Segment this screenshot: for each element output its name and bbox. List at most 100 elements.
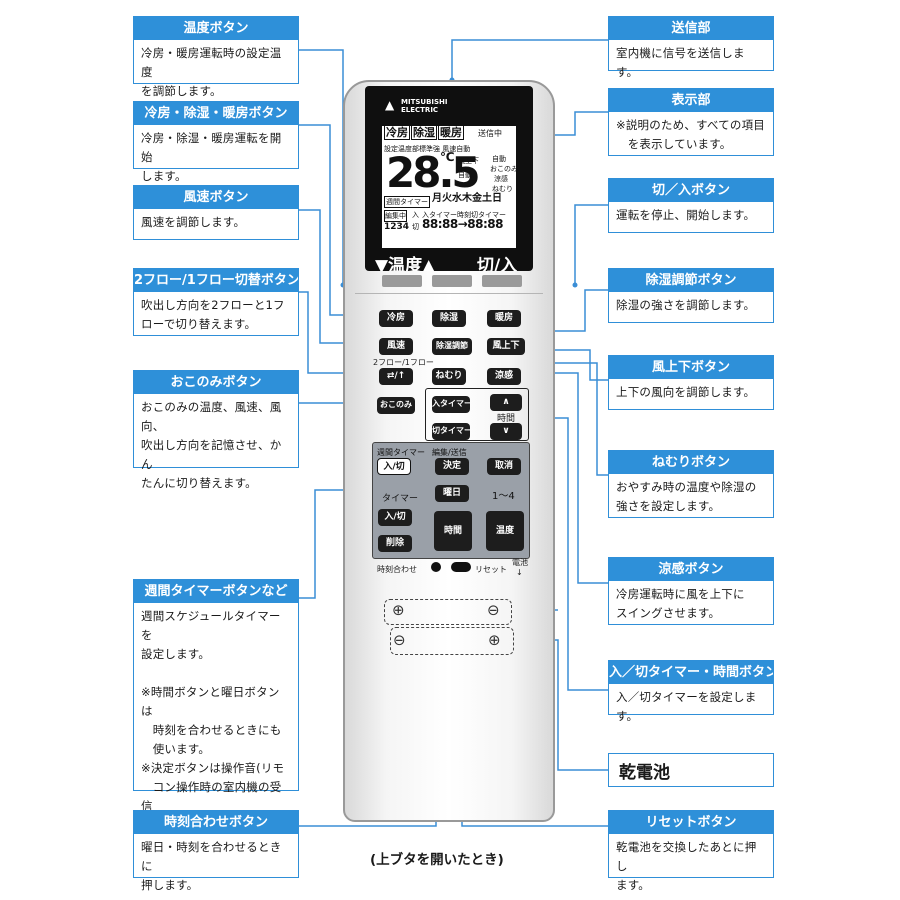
lcd-screen: 冷房除湿暖房 送信中 設定温度部標準強 風速自動 28.5 ℃ 風上下 自動 自…	[382, 126, 516, 248]
lcd-timer-times-label: 入タイマー時刻切タイマー	[422, 211, 506, 219]
callout-flow-button: 2フロー/1フロー切替ボタン 吹出し方向を2フローと1フ ローで切り替えます。	[133, 268, 299, 336]
lcd-okonomi: おこのみ	[490, 165, 516, 173]
lcd-edit: 編集中	[384, 210, 407, 222]
clock-set-button[interactable]	[431, 562, 441, 572]
callout-desc: 冷房・除湿・暖房運転を開始 します。	[141, 131, 282, 183]
lcd-vane: 風上下	[458, 157, 479, 165]
lcd-power-key: 切/入	[477, 256, 518, 271]
weekly-timer-label: 週間タイマー	[377, 448, 425, 457]
callout-desc: 上下の風向を調節します。	[616, 385, 756, 399]
lcd-mode-heat: 暖房	[438, 126, 464, 140]
callout-title: 2フロー/1フロー切替ボタン	[134, 269, 298, 292]
panel-divider	[355, 293, 543, 294]
brand-name: MITSUBISHI ELECTRIC	[401, 98, 448, 114]
callout-title: 温度ボタン	[134, 17, 298, 40]
fan-speed-button[interactable]: 風速	[379, 338, 413, 355]
okonomi-button[interactable]: おこのみ	[377, 397, 415, 414]
battery-callout: 乾電池	[608, 753, 774, 787]
weekly-onoff-button[interactable]: 入/切	[377, 458, 411, 475]
lcd-temp-key: ▼温度▲	[375, 256, 436, 271]
callout-desc: 運転を停止、開始します。	[616, 208, 756, 222]
program-label: 1〜4	[492, 491, 515, 502]
callout-power-button: 切／入ボタン 運転を停止、開始します。	[608, 178, 774, 233]
vane-button[interactable]: 風上下	[487, 338, 525, 355]
callout-desc: 除湿の強さを調節します。	[616, 298, 756, 312]
reset-button[interactable]	[451, 562, 471, 572]
callout-timer-buttons: 入／切タイマー・時間ボタン 入／切タイマーを設定します。	[608, 660, 774, 723]
dehum-adjust-button[interactable]: 除湿調節	[432, 338, 472, 355]
hour-up-button[interactable]: ∧	[490, 394, 522, 411]
callout-reset-button: リセットボタン 乾電池を交換したあとに押し ます。	[608, 810, 774, 892]
temp-up-button[interactable]	[432, 275, 472, 287]
callout-display: 表示部 ※説明のため、すべての項目 を表示しています。	[608, 88, 774, 156]
leader-vane	[526, 349, 608, 381]
battery-plus-icon: ⊕	[392, 601, 405, 619]
leader-temp	[299, 49, 344, 285]
timer-off-button[interactable]: 切タイマー	[432, 423, 470, 440]
delete-button[interactable]: 削除	[378, 535, 412, 552]
hour-down-button[interactable]: ∨	[490, 423, 522, 440]
time-button[interactable]: 時間	[434, 511, 472, 551]
callout-title: 風速ボタン	[134, 186, 298, 209]
lcd-modes: 冷房除湿暖房	[384, 126, 465, 140]
figure-caption: (上ブタを開いたとき)	[370, 852, 504, 868]
timer-on-button[interactable]: 入タイマー	[432, 396, 470, 413]
callout-title: 週間タイマーボタンなど	[134, 580, 298, 603]
callout-okonomi-button: おこのみボタン おこのみの温度、風速、風向、 吹出し方向を記憶させ、かん たんに…	[133, 370, 299, 490]
lcd-on-label: 入	[412, 211, 419, 219]
timer-box	[425, 388, 529, 441]
cancel-button[interactable]: 取消	[487, 458, 521, 475]
callout-fan-button: 風速ボタン 風速を調節します。	[133, 185, 299, 240]
callout-desc: 乾電池を交換したあとに押し ます。	[616, 840, 757, 892]
weekday-button[interactable]: 曜日	[435, 485, 469, 502]
lcd-mode-cool: 冷房	[384, 126, 410, 140]
cool-feel-button[interactable]: 涼感	[487, 368, 521, 385]
leader-weekly	[299, 489, 370, 599]
brand-logo-icon: ▲	[385, 98, 395, 112]
callout-mode-buttons: 冷房・除湿・暖房ボタン 冷房・除湿・暖房運転を開始 します。	[133, 101, 299, 183]
lcd-days: 月火水木金土日	[432, 193, 502, 204]
callout-transmitter: 送信部 室内機に信号を送信します。	[608, 16, 774, 79]
lcd-auto: 自動	[458, 171, 472, 179]
callout-title: 風上下ボタン	[609, 356, 773, 379]
lcd-auto-2: 自動	[492, 155, 506, 163]
callout-desc: 風速を調節します。	[141, 215, 246, 229]
timer-label: タイマー	[382, 494, 419, 504]
battery-plus-icon-2: ⊕	[488, 631, 501, 649]
sleep-button[interactable]: ねむり	[432, 368, 466, 385]
callout-desc: 冷房・暖房運転時の設定温度 を調節します。	[141, 46, 282, 98]
callout-cool-feel-button: 涼感ボタン 冷房運転時に風を上下に スイングさせます。	[608, 557, 774, 625]
callout-title: リセットボタン	[609, 811, 773, 834]
cool-button[interactable]: 冷房	[379, 310, 413, 327]
callout-title: 除湿調節ボタン	[609, 269, 773, 292]
temp-down-button[interactable]	[382, 275, 422, 287]
callout-temp-button: 温度ボタン 冷房・暖房運転時の設定温度 を調節します。	[133, 16, 299, 98]
lcd-times: 88:88→88:88	[422, 217, 503, 231]
lcd-program-nums: 1234	[384, 222, 410, 232]
battery-arrow-icon: ↓	[516, 568, 523, 577]
onoff-button[interactable]: 入/切	[378, 509, 412, 526]
callout-title: 入／切タイマー・時間ボタン	[609, 661, 773, 684]
callout-dehum-button: 除湿調節ボタン 除湿の強さを調節します。	[608, 268, 774, 323]
callout-title: 時刻合わせボタン	[134, 811, 298, 834]
callout-desc: おやすみ時の温度や除湿の 強さを設定します。	[616, 480, 757, 513]
callout-desc: 入／切タイマーを設定します。	[616, 690, 757, 723]
flow-switch-button[interactable]: ⇄/↑	[379, 368, 413, 385]
callout-desc: おこのみの温度、風速、風向、 吹出し方向を記憶させ、かん たんに切り替えます。	[141, 400, 282, 490]
callout-desc: 冷房運転時に風を上下に スイングさせます。	[616, 587, 745, 620]
lcd-row1: 設定温度部標準強 風速自動	[384, 145, 471, 153]
lcd-off-label: 切	[412, 223, 419, 231]
callout-desc: 曜日・時刻を合わせるときに 押します。	[141, 840, 282, 892]
battery-slot-2	[390, 627, 514, 655]
lcd-transmitting: 送信中	[478, 129, 502, 138]
callout-desc: 室内機に信号を送信します。	[616, 46, 745, 79]
power-button[interactable]	[482, 275, 522, 287]
lcd-panel: ▲ MITSUBISHI ELECTRIC 冷房除湿暖房 送信中 設定温度部標準…	[365, 86, 533, 271]
lcd-temp-value: 28.5	[386, 148, 481, 197]
decide-button[interactable]: 決定	[435, 458, 469, 475]
battery-minus-icon-2: ⊖	[393, 631, 406, 649]
heat-button[interactable]: 暖房	[487, 310, 521, 327]
dry-button[interactable]: 除湿	[432, 310, 466, 327]
temp-set-button[interactable]: 温度	[486, 511, 524, 551]
edit-send-label: 編集/送信	[432, 448, 467, 457]
